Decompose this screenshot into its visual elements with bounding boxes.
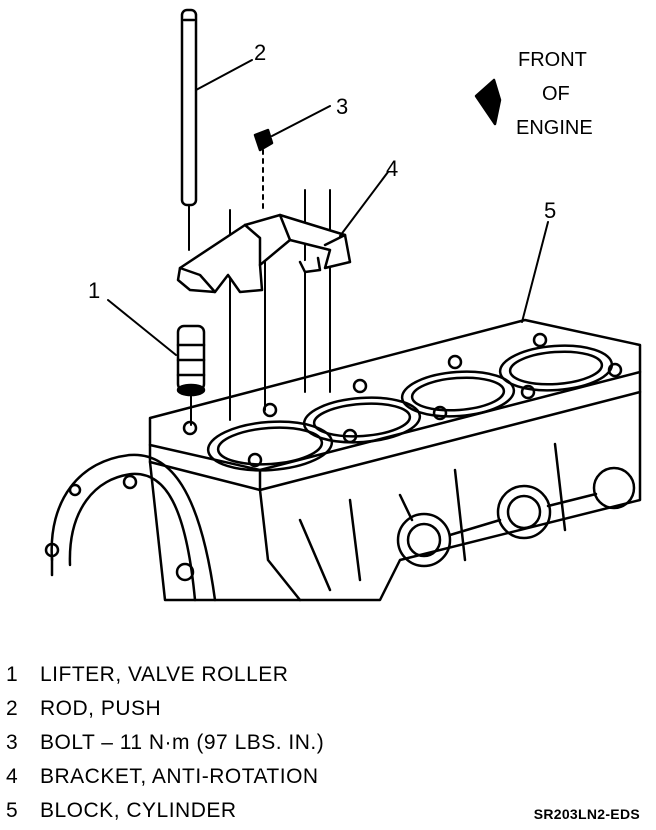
callout-4: 4	[386, 156, 398, 181]
legend-item: 5 BLOCK, CYLINDER	[6, 794, 466, 828]
callout-5: 5	[544, 198, 556, 223]
pushrod	[180, 8, 198, 251]
legend-number: 5	[6, 799, 19, 822]
callout-2: 2	[254, 40, 266, 65]
cylinder-bore	[302, 396, 422, 444]
cylinder-block	[148, 318, 642, 602]
front-label-line3: ENGINE	[516, 117, 593, 139]
legend-number: 4	[6, 765, 19, 788]
parts-legend: 1 LIFTER, VALVE ROLLER 2 ROD, PUSH 3 BOL…	[6, 658, 466, 828]
valve-roller-lifter	[176, 324, 206, 426]
legend-text: LIFTER, VALVE ROLLER	[40, 663, 289, 686]
legend-text: BOLT – 11 N·m (97 LBS. IN.)	[40, 731, 325, 754]
callout-1: 1	[88, 278, 100, 303]
timing-cover	[44, 453, 217, 602]
front-label-line1: FRONT	[518, 49, 587, 71]
cylinder-bore	[498, 344, 614, 392]
reference-code: SR203LN2-EDS	[533, 806, 640, 822]
legend-item: 2 ROD, PUSH	[6, 692, 466, 726]
bracket-bolt	[253, 128, 274, 211]
cylinder-bore	[400, 370, 516, 418]
legend-number: 2	[6, 697, 19, 720]
legend-text: BRACKET, ANTI-ROTATION	[40, 765, 319, 788]
front-label-line2: OF	[542, 83, 570, 105]
legend-item: 4 BRACKET, ANTI-ROTATION	[6, 760, 466, 794]
legend-number: 3	[6, 731, 19, 754]
legend-text: ROD, PUSH	[40, 697, 162, 720]
legend-number: 1	[6, 663, 19, 686]
legend-item: 1 LIFTER, VALVE ROLLER	[6, 658, 466, 692]
front-arrow	[474, 78, 502, 126]
legend-item: 3 BOLT – 11 N·m (97 LBS. IN.)	[6, 726, 466, 760]
engine-diagram: 1 2 3 4 5 FRONT OF ENGINE	[44, 8, 642, 602]
callout-3: 3	[336, 94, 348, 119]
legend-text: BLOCK, CYLINDER	[40, 799, 237, 822]
anti-rotation-bracket	[176, 213, 352, 294]
callout-leaders	[107, 59, 549, 356]
